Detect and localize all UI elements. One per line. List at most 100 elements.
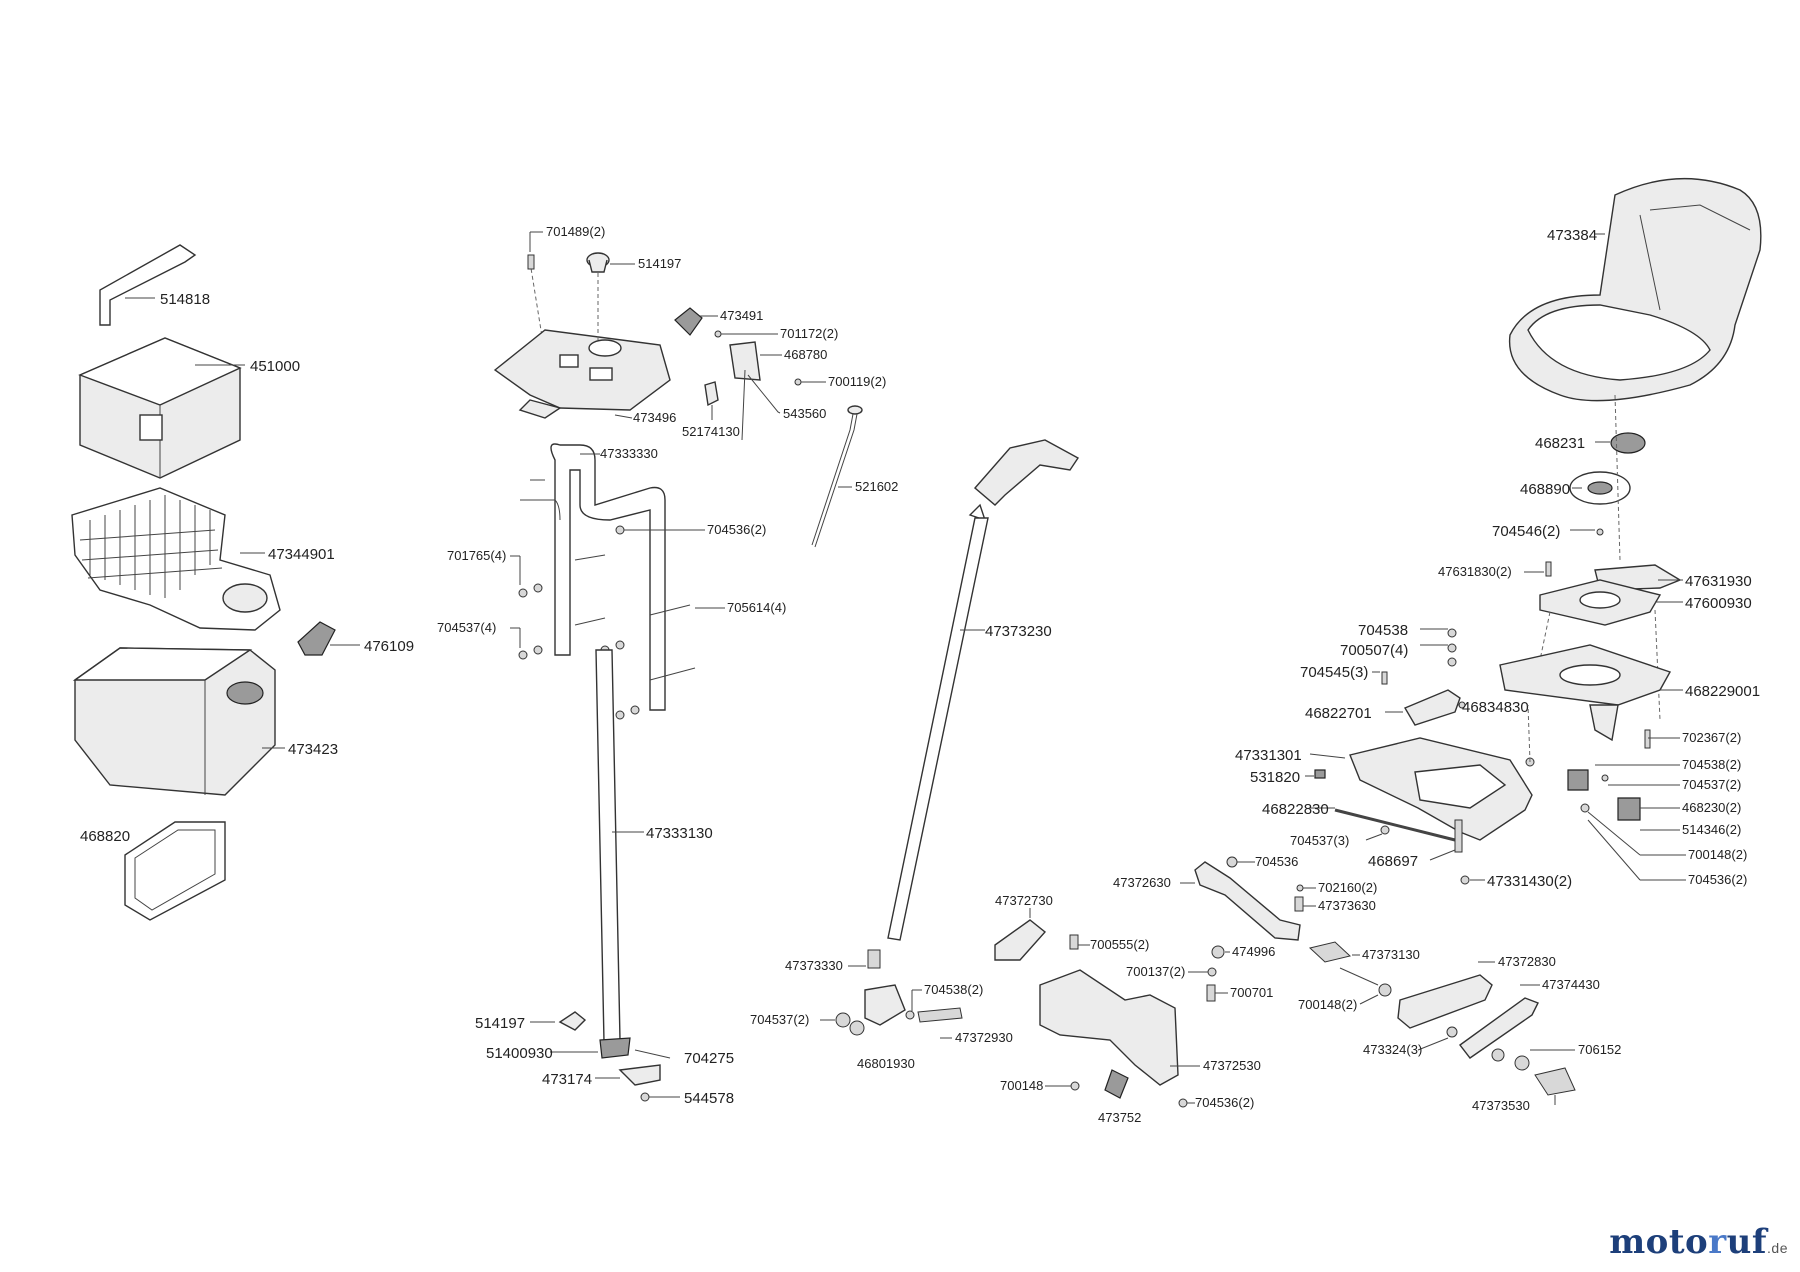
label-47600930: 47600930	[1685, 595, 1752, 612]
part-47344901-group: 47344901	[71, 487, 335, 631]
label-47372730: 47372730	[995, 893, 1053, 908]
label-700555: 700555(2)	[1090, 937, 1149, 952]
label-704537-c: 704537(2)	[1682, 777, 1741, 792]
springs-group: 704538(2) 704537(2) 468230(2) 514346(2) …	[1567, 757, 1747, 887]
label-704537-d: 704537(3)	[1290, 833, 1349, 848]
label-704538-b: 704538	[1358, 622, 1408, 639]
seat-group: 473384 468231 468890 704546(2)	[1492, 178, 1762, 561]
label-700507: 700507(4)	[1340, 642, 1408, 659]
label-704536-b: 704536(2)	[1195, 1095, 1254, 1110]
tank-gasket	[124, 821, 226, 921]
lower-frame-group: 47331301 531820 46822830 704537(3) 46869…	[1235, 704, 1572, 890]
label-47372630: 47372630	[1113, 875, 1171, 890]
label-702367: 702367(2)	[1682, 730, 1741, 745]
label-468229001: 468229001	[1685, 683, 1760, 700]
label-46822830: 46822830	[1262, 801, 1329, 818]
label-468697: 468697	[1368, 853, 1418, 870]
label-704537-b: 704537(2)	[750, 1012, 809, 1027]
label-704536-d: 704536(2)	[1688, 872, 1747, 887]
label-468890: 468890	[1520, 481, 1570, 498]
lever-group: 47373230 47373330 704537(2) 704538(2) 47…	[750, 439, 1080, 1071]
label-704545: 704545(3)	[1300, 664, 1368, 681]
handle-frame-group: 47333330 704536(2)	[520, 443, 766, 711]
label-47372930: 47372930	[955, 1030, 1013, 1045]
handle-tube	[550, 443, 666, 711]
shaft-tube	[595, 649, 621, 1043]
label-473384: 473384	[1547, 227, 1597, 244]
label-521602: 521602	[855, 479, 898, 494]
seat-mount-group: 47631830(2) 47631930 47600930 468229001	[1438, 561, 1760, 742]
label-473174: 473174	[542, 1071, 592, 1088]
label-47331301: 47331301	[1235, 747, 1302, 764]
label-514197-top: 514197	[638, 256, 681, 271]
label-544578: 544578	[684, 1090, 734, 1107]
part-514197a-group: 514197	[586, 252, 681, 273]
spring-upper	[1567, 769, 1589, 791]
label-47373330: 47373330	[785, 958, 843, 973]
label-701765: 701765(4)	[447, 548, 506, 563]
label-704546: 704546(2)	[1492, 523, 1560, 540]
label-47631930: 47631930	[1685, 573, 1752, 590]
label-468780: 468780	[784, 347, 827, 362]
label-704536-a: 704536(2)	[707, 522, 766, 537]
control-plate	[493, 329, 671, 411]
label-46822701: 46822701	[1305, 705, 1372, 722]
label-531820: 531820	[1250, 769, 1300, 786]
rods-group: 700148(2) 47372830 47374430 473324(3) 70…	[1298, 954, 1621, 1113]
label-514197-bottom: 514197	[475, 1015, 525, 1032]
label-52174130: 52174130	[682, 424, 740, 439]
label-700137: 700137(2)	[1126, 964, 1185, 979]
label-47331430: 47331430(2)	[1487, 873, 1572, 890]
label-47333330: 47333330	[600, 446, 658, 461]
label-700148-c: 700148(2)	[1688, 847, 1747, 862]
label-706152: 706152	[1578, 1042, 1621, 1057]
label-51400930: 51400930	[486, 1045, 553, 1062]
label-474996: 474996	[1232, 944, 1275, 959]
label-704538-c: 704538(2)	[1682, 757, 1741, 772]
label-46801930: 46801930	[857, 1056, 915, 1071]
fuel-cap	[297, 621, 336, 656]
part-473496-group: 473496	[493, 273, 676, 425]
label-473324: 473324(3)	[1363, 1042, 1422, 1057]
label-47372530: 47372530	[1203, 1058, 1261, 1073]
label-47374430: 47374430	[1542, 977, 1600, 992]
part-514818-group: 514818	[99, 244, 210, 326]
large-bracket	[1039, 969, 1179, 1086]
label-47372830: 47372830	[1498, 954, 1556, 969]
label-473491: 473491	[720, 308, 763, 323]
throttle-knob	[674, 307, 703, 336]
link-arm	[1194, 861, 1301, 941]
label-47344901: 47344901	[268, 546, 335, 563]
part-476109-group: 476109	[297, 621, 414, 656]
label-704537-a: 704537(4)	[437, 620, 496, 635]
small-bracket	[994, 919, 1047, 961]
label-704275: 704275	[684, 1050, 734, 1067]
label-704538-a: 704538(2)	[924, 982, 983, 997]
label-700701: 700701	[1230, 985, 1273, 1000]
label-46834830: 46834830	[1462, 699, 1529, 716]
label-514346: 514346(2)	[1682, 822, 1741, 837]
motoruf-logo: motoruf.de	[1609, 1222, 1788, 1262]
bolts-upper	[518, 554, 696, 681]
lever-handle	[974, 439, 1080, 506]
spring-lower	[1617, 797, 1641, 821]
shaft-group: 47333130 514197 51400930 704275 473174 5…	[475, 649, 734, 1107]
label-702160: 702160(2)	[1318, 880, 1377, 895]
link-plate-a	[1397, 974, 1493, 1029]
label-451000: 451000	[250, 358, 300, 375]
label-700148-a: 700148	[1000, 1078, 1043, 1093]
label-700148-b: 700148(2)	[1298, 997, 1357, 1012]
label-468820: 468820	[80, 828, 130, 845]
part-473423-group: 473423	[72, 647, 338, 796]
part-468820-group: 468820	[80, 821, 226, 921]
seat-hardware-group: 704538 700507(4) 704545(3) 46822701 4683…	[1300, 622, 1741, 749]
label-704536-c: 704536	[1255, 854, 1298, 869]
lever-rod	[887, 517, 989, 941]
bracket-group: 47372730 700555(2) 47372530 700148 47375…	[994, 893, 1275, 1125]
label-473423: 473423	[288, 741, 338, 758]
throttle-group: 473491 701172(2) 468780 700119(2) 543560…	[674, 307, 886, 441]
label-701489: 701489(2)	[546, 224, 605, 239]
label-47373130: 47373130	[1362, 947, 1420, 962]
label-700119: 700119(2)	[828, 374, 886, 389]
